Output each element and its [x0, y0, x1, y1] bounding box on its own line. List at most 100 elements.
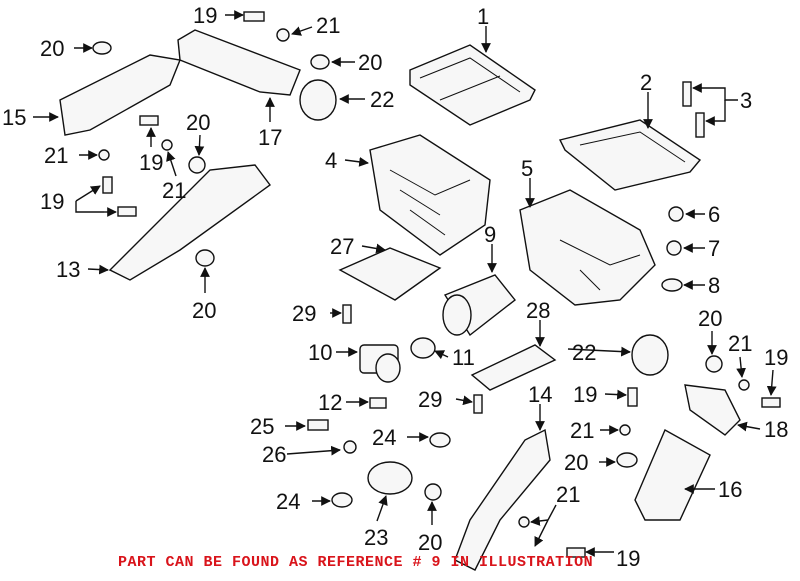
callout-21: 21 — [44, 143, 68, 168]
part-19-bolt — [102, 176, 113, 194]
callout-26: 26 — [262, 442, 286, 467]
part-19-bolt — [243, 11, 265, 22]
part-15-front-duct — [59, 54, 181, 136]
part-20-grommet — [616, 452, 638, 468]
part-10-maf-sensor — [359, 344, 401, 383]
part-1-cleaner-cover — [409, 44, 536, 126]
callout-labels: 1 2 3 4 5 6 7 8 9 10 11 12 13 14 15 16 1… — [2, 3, 788, 571]
callout-19: 19 — [193, 3, 217, 28]
callout-10: 10 — [308, 340, 332, 365]
callout-13: 13 — [56, 257, 80, 282]
part-16-scoop — [634, 429, 711, 521]
callout-20: 20 — [186, 110, 210, 135]
callout-21: 21 — [162, 178, 186, 203]
callout-21: 21 — [570, 418, 594, 443]
callout-19: 19 — [764, 345, 788, 370]
callout-20: 20 — [192, 298, 216, 323]
callout-11: 11 — [452, 345, 475, 370]
part-22-bellows-a — [299, 79, 337, 121]
part-6-7-8-fasteners — [661, 206, 684, 292]
part-2-upper-cover — [558, 119, 702, 191]
part-20-grommet — [188, 156, 206, 174]
callout-18: 18 — [764, 417, 788, 442]
callout-5: 5 — [521, 156, 533, 181]
callout-19: 19 — [139, 150, 163, 175]
callout-15: 15 — [2, 105, 26, 130]
callout-3: 3 — [740, 88, 752, 113]
part-22-bellows-b — [631, 334, 669, 376]
callout-7: 7 — [708, 236, 720, 261]
part-24-clamp-a — [429, 432, 451, 448]
callout-20: 20 — [418, 530, 442, 555]
part-29-screw-a — [342, 304, 352, 324]
callout-1: 1 — [477, 4, 489, 29]
callout-20: 20 — [40, 36, 64, 61]
callout-8: 8 — [708, 273, 720, 298]
part-20-grommet — [424, 483, 442, 501]
part-17-hose — [177, 29, 301, 96]
leader-lines — [33, 10, 777, 557]
callout-6: 6 — [708, 202, 720, 227]
part-21-nut — [276, 28, 290, 42]
callout-22: 22 — [572, 340, 596, 365]
part-29-screw-b — [473, 394, 483, 414]
part-20-grommet — [310, 54, 330, 70]
part-14-tube — [454, 428, 551, 571]
part-21-nut — [738, 379, 750, 391]
callout-20: 20 — [698, 306, 722, 331]
callout-24: 24 — [372, 425, 396, 450]
part-20-grommet — [705, 355, 723, 373]
part-19-bolt — [627, 387, 638, 407]
callout-4: 4 — [325, 148, 337, 173]
part-24-clamp-b — [331, 492, 353, 508]
callout-23: 23 — [364, 525, 388, 550]
callout-19: 19 — [40, 189, 64, 214]
callout-24: 24 — [276, 489, 300, 514]
part-28-bracket — [470, 344, 557, 391]
part-27-shield — [338, 247, 442, 301]
callout-16: 16 — [718, 477, 742, 502]
callout-21: 21 — [728, 331, 752, 356]
callout-12: 12 — [318, 390, 342, 415]
callout-25: 25 — [250, 414, 274, 439]
part-12-screw — [369, 397, 387, 409]
callout-29: 29 — [418, 387, 442, 412]
callout-19: 19 — [573, 382, 597, 407]
part-23-coupler — [367, 461, 413, 495]
callout-9: 9 — [484, 222, 496, 247]
part-11-seal — [410, 337, 436, 359]
callout-20: 20 — [358, 50, 382, 75]
callout-28: 28 — [526, 298, 550, 323]
part-9-filter — [442, 274, 516, 337]
part-20-grommet — [195, 249, 215, 267]
part-19-bolt — [117, 206, 137, 217]
callout-29: 29 — [292, 301, 316, 326]
part-26-fitting — [343, 440, 357, 454]
part-21-nut — [98, 149, 110, 161]
caption-note: PART CAN BE FOUND AS REFERENCE # 9 IN IL… — [118, 554, 594, 571]
callout-21: 21 — [556, 482, 580, 507]
part-19-bolt — [139, 115, 159, 126]
part-21-nut — [518, 516, 530, 528]
part-21-nut — [161, 139, 173, 151]
part-5-air-box — [519, 189, 656, 306]
part-19-bolt — [566, 547, 586, 558]
callout-27: 27 — [330, 234, 354, 259]
part-18-inlet — [684, 384, 741, 436]
part-3-bolts — [682, 81, 705, 138]
part-4-lower-housing — [369, 134, 491, 256]
callout-2: 2 — [640, 70, 652, 95]
callout-19: 19 — [616, 546, 640, 571]
part-21-nut — [619, 424, 631, 436]
part-13-intake-duct — [108, 164, 271, 281]
callout-20: 20 — [564, 450, 588, 475]
callout-22: 22 — [370, 87, 394, 112]
callout-17: 17 — [258, 125, 282, 150]
part-19-bolt — [761, 397, 781, 408]
callout-14: 14 — [528, 382, 552, 407]
callout-21: 21 — [316, 13, 340, 38]
part-20-grommet — [92, 41, 112, 55]
part-25-sensor — [307, 419, 329, 431]
